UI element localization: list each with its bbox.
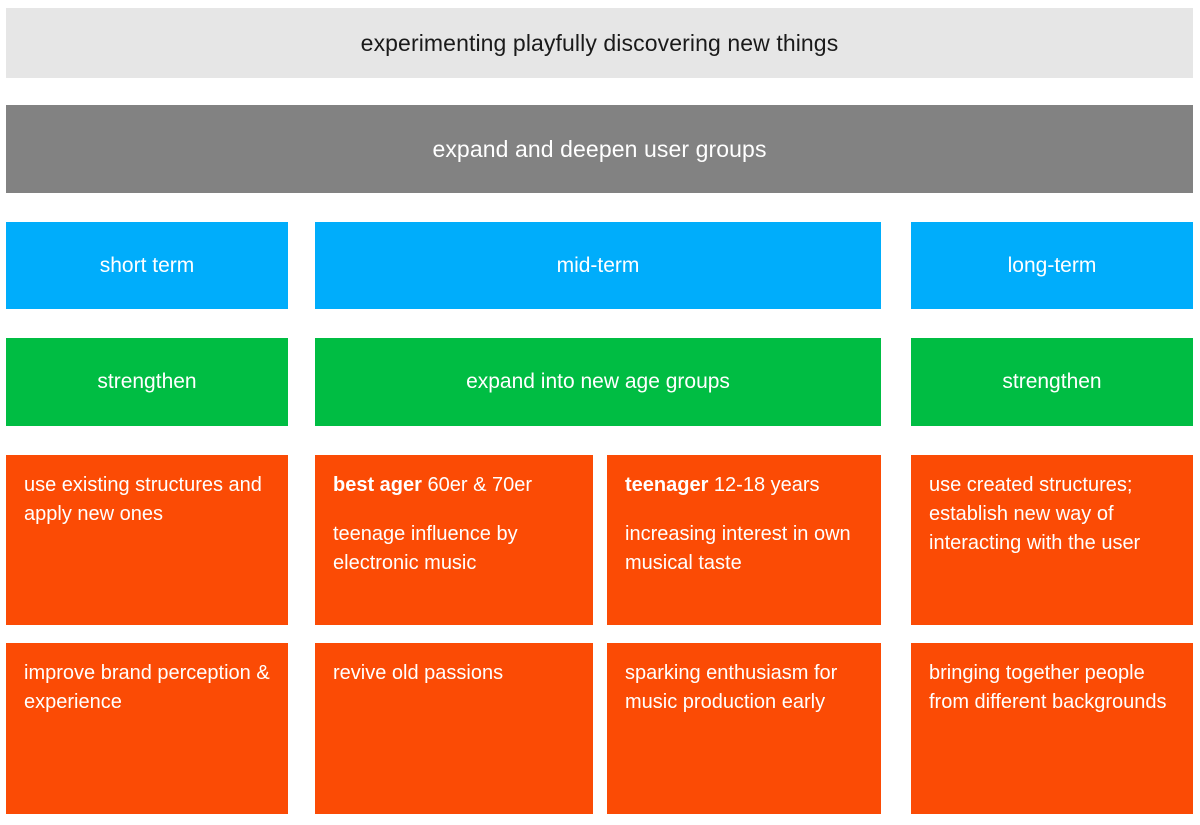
vision-band: experimenting playfully discovering new …: [6, 8, 1193, 78]
detail-card-text: bringing together people from different …: [929, 662, 1167, 713]
detail-card-best-ager-secondary: revive old passions: [315, 643, 593, 814]
goal-band: expand and deepen user groups: [6, 105, 1193, 193]
detail-card-teenager: teenager 12-18 years increasing interest…: [607, 455, 881, 625]
action-mid-term-label: expand into new age groups: [466, 370, 730, 393]
detail-card-body: increasing interest in own musical taste: [625, 523, 851, 574]
detail-card-heading-strong: best ager: [333, 474, 422, 496]
detail-card-heading-strong: teenager: [625, 474, 709, 496]
horizon-mid-term: mid-term: [315, 222, 881, 309]
detail-card-long-term-secondary: bringing together people from different …: [911, 643, 1193, 814]
horizon-short-term: short term: [6, 222, 288, 309]
horizon-short-term-label: short term: [99, 253, 195, 277]
detail-card-text: revive old passions: [333, 662, 504, 684]
action-long-term: strengthen: [911, 338, 1193, 426]
detail-card-text: use created structures; establish new wa…: [929, 474, 1141, 554]
detail-card-text: improve brand perception & experience: [24, 662, 270, 713]
detail-card-long-term-primary: use created structures; establish new wa…: [911, 455, 1193, 625]
detail-card-heading-rest: 12-18 years: [708, 474, 820, 496]
detail-card-heading: teenager 12-18 years: [625, 471, 863, 500]
vision-band-label: experimenting playfully discovering new …: [360, 29, 839, 56]
detail-card-heading: best ager 60er & 70er: [333, 471, 575, 500]
horizon-long-term-label: long-term: [1007, 253, 1097, 277]
goal-band-label: expand and deepen user groups: [432, 135, 767, 162]
detail-card-best-ager: best ager 60er & 70er teenage influence …: [315, 455, 593, 625]
detail-card-short-term-primary: use existing structures and apply new on…: [6, 455, 288, 625]
horizon-mid-term-label: mid-term: [556, 253, 640, 277]
horizon-long-term: long-term: [911, 222, 1193, 309]
action-short-term: strengthen: [6, 338, 288, 426]
detail-card-text: sparking enthusiasm for music production…: [625, 662, 838, 713]
detail-card-text: use existing structures and apply new on…: [24, 474, 262, 525]
detail-card-body: teenage influence by electronic music: [333, 523, 518, 574]
detail-card-heading-rest: 60er & 70er: [421, 474, 533, 496]
detail-card-short-term-secondary: improve brand perception & experience: [6, 643, 288, 814]
action-mid-term: expand into new age groups: [315, 338, 881, 426]
detail-card-teenager-secondary: sparking enthusiasm for music production…: [607, 643, 881, 814]
action-short-term-label: strengthen: [97, 370, 197, 393]
action-long-term-label: strengthen: [1002, 370, 1102, 393]
